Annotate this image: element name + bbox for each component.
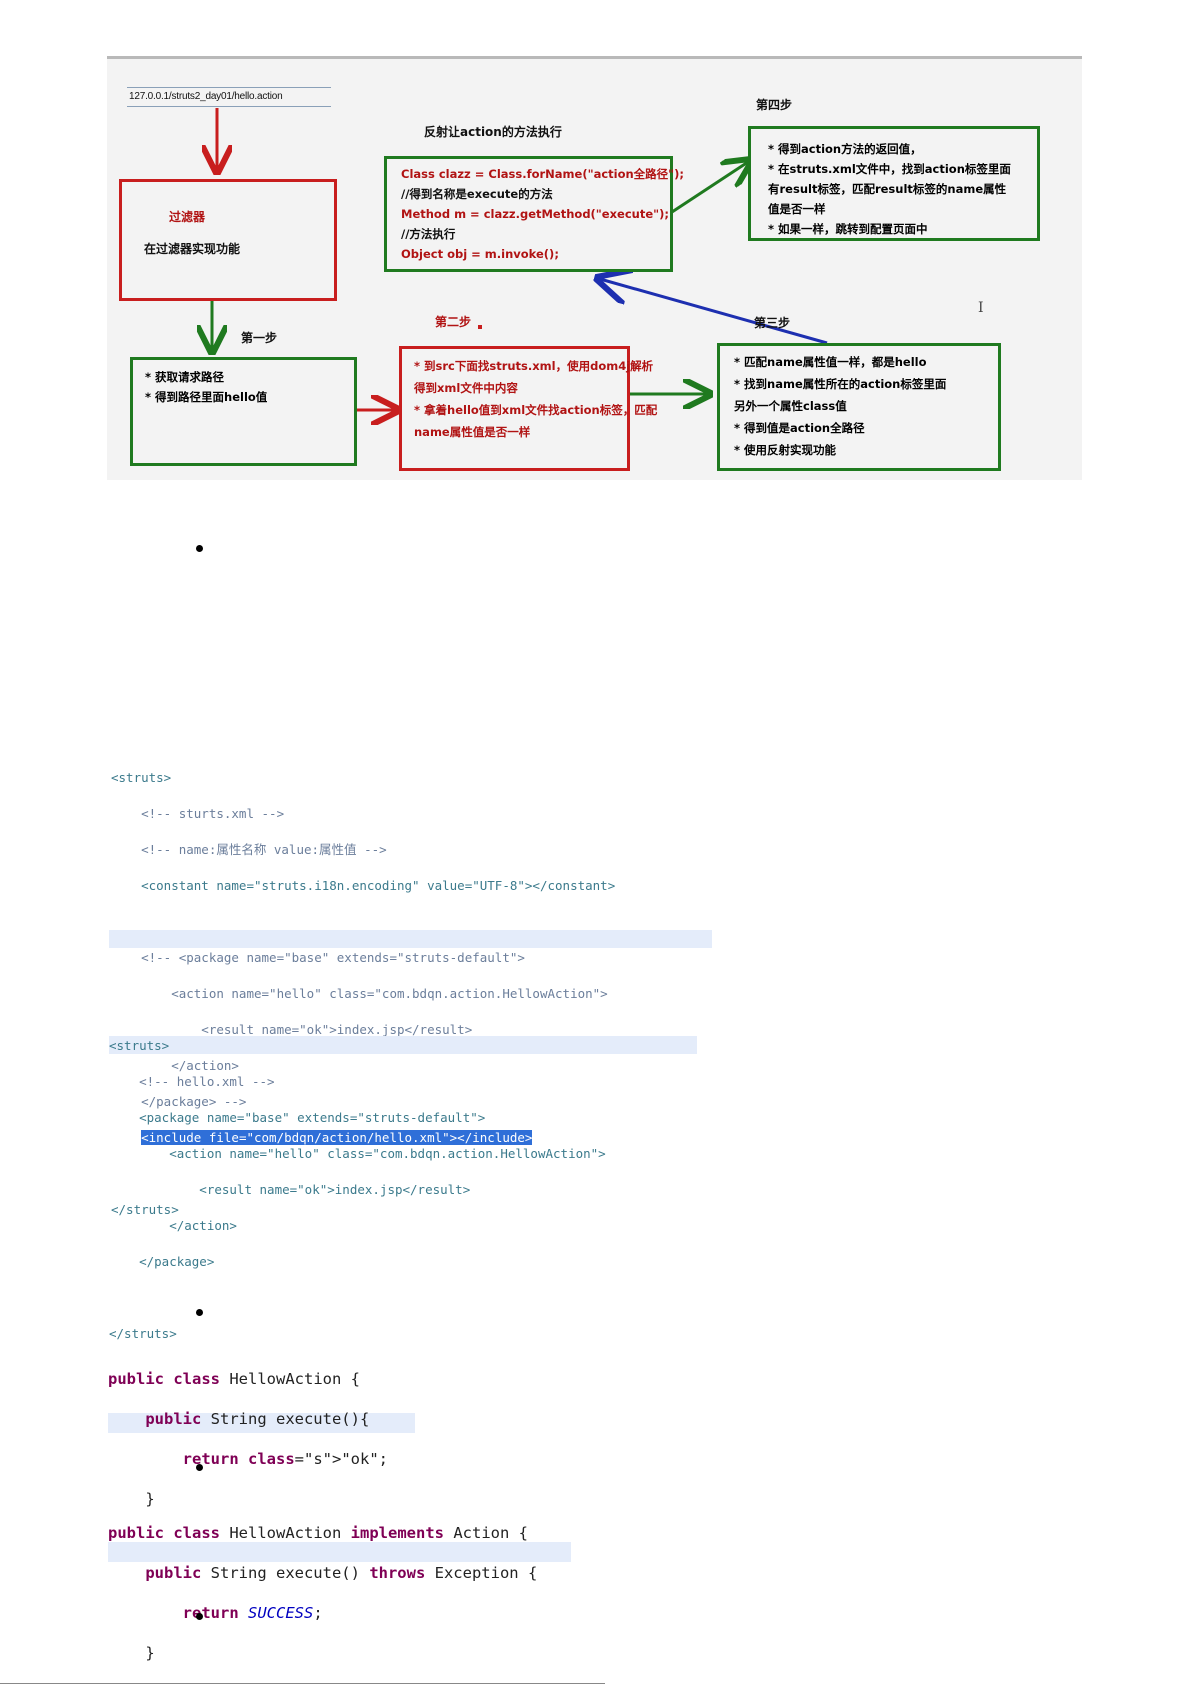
xml-line: <struts> — [111, 770, 172, 785]
step3-line-3: 另外一个属性class值 — [734, 399, 847, 413]
java-line: public class HellowAction { — [108, 1370, 360, 1388]
xml-line: </package> — [109, 1254, 215, 1269]
filter-box: 过滤器 在过滤器实现功能 — [119, 179, 337, 301]
step3-line-2: * 找到name属性所在的action标签里面 — [734, 377, 947, 391]
xml-line: <!-- name:属性名称 value:属性值 --> — [111, 842, 387, 857]
xml-line: <!-- <package name="base" extends="strut… — [111, 950, 525, 965]
bullet-3 — [196, 1464, 203, 1471]
reflect-box: Class clazz = Class.forName("action全路径")… — [384, 156, 685, 272]
step3-line-5: * 使用反射实现功能 — [734, 443, 837, 457]
java-line: } — [108, 1490, 155, 1508]
bullet-2 — [196, 1309, 203, 1316]
xml-line: </struts> — [111, 1202, 179, 1217]
step2-dot — [478, 325, 482, 329]
page-footer-line — [0, 1683, 605, 1684]
step4-line-2: * 在struts.xml文件中，找到action标签里面 — [768, 162, 1011, 176]
step3-box: * 匹配name属性值一样，都是hello * 找到name属性所在的actio… — [717, 343, 1001, 471]
arrow-reflect-to-step4 — [671, 162, 748, 214]
java-line: public String execute() throws Exception… — [145, 1564, 538, 1582]
step1-line-2: * 得到路径里面hello值 — [145, 390, 268, 404]
step2-line-3: * 拿着hello值到xml文件找action标签，匹配 — [414, 403, 658, 417]
xml-line: <!-- sturts.xml --> — [111, 806, 285, 821]
reflect-line-1: Class clazz = Class.forName("action全路径")… — [401, 167, 685, 181]
step1-line-1: * 获取请求路径 — [145, 370, 225, 384]
java-code-2: public class HellowAction implements Act… — [108, 1503, 537, 1683]
url-underline-top — [127, 87, 331, 88]
xml-line: <action name="hello" class="com.bdqn.act… — [111, 986, 608, 1001]
java2-highlight — [108, 1542, 571, 1562]
text-cursor-icon: I — [978, 300, 984, 316]
step2-line-2: 得到xml文件中内容 — [414, 381, 518, 395]
filter-title: 过滤器 — [169, 210, 206, 224]
step4-line-4: 值是否一样 — [768, 202, 826, 216]
xml-line: </package> --> — [111, 1094, 247, 1109]
step2-line-1: * 到src下面找struts.xml，使用dom4j解析 — [414, 359, 654, 373]
step3-line-4: * 得到值是action全路径 — [734, 421, 865, 435]
step4-box: * 得到action方法的返回值， * 在struts.xml文件中，找到act… — [748, 126, 1040, 241]
step3-label: 第三步 — [754, 316, 791, 330]
xml-line: </struts> — [109, 1326, 177, 1341]
hello-comment-highlight — [109, 1036, 697, 1054]
arrow-step3-to-reflect — [600, 279, 828, 345]
step3-line-1: * 匹配name属性值一样，都是hello — [734, 355, 927, 369]
step1-box: * 获取请求路径 * 得到路径里面hello值 — [130, 357, 357, 466]
step2-line-4: name属性值是否一样 — [414, 425, 531, 439]
url-underline-bottom — [127, 106, 331, 107]
request-url: 127.0.0.1/struts2_day01/hello.action — [129, 91, 283, 102]
step4-line-1: * 得到action方法的返回值， — [768, 142, 922, 156]
xml-line: <result name="ok">index.jsp</result> — [111, 1022, 473, 1037]
xml-line: <action name="hello" class="com.bdqn.act… — [109, 1146, 606, 1161]
hello-xml-code: <struts> <!-- hello.xml --> <package nam… — [109, 1019, 606, 1361]
xml-line: </action> — [111, 1058, 239, 1073]
xml-line: ​ — [109, 1289, 606, 1307]
xml-line: <struts> — [109, 1038, 170, 1053]
step2-label: 第二步 — [435, 315, 472, 329]
java-line: return SUCCESS; — [182, 1604, 323, 1622]
bullet-4 — [196, 1613, 203, 1620]
struts-flow-diagram: 127.0.0.1/struts2_day01/hello.action 过滤器… — [107, 56, 1082, 480]
reflect-line-2: //得到名称是execute的方法 — [401, 187, 553, 201]
java1-highlight — [108, 1413, 415, 1433]
xml-line: </action> — [109, 1218, 237, 1233]
step2-box: * 到src下面找struts.xml，使用dom4j解析 得到xml文件中内容… — [399, 346, 658, 471]
xml-line-include: <include file="com/bdqn/action/hello.xml… — [141, 1130, 533, 1145]
reflect-line-4: //方法执行 — [401, 227, 456, 241]
struts-include-highlight — [109, 930, 712, 948]
xml-line: <package name="base" extends="struts-def… — [109, 1110, 486, 1125]
java-line: return class="s">"ok"; — [182, 1450, 388, 1468]
reflect-line-3: Method m = clazz.getMethod("execute"); — [401, 207, 669, 221]
xml-line: ​ — [111, 913, 615, 931]
diagram-arrows — [107, 108, 828, 483]
xml-line: <constant name="struts.i18n.encoding" va… — [111, 878, 616, 893]
struts-xml-code: <struts> <!-- sturts.xml --> <!-- name:属… — [111, 751, 615, 1237]
step4-label: 第四步 — [756, 98, 793, 112]
step1-label: 第一步 — [241, 331, 278, 345]
bullet-1 — [196, 545, 203, 552]
reflect-label: 反射让action的方法执行 — [424, 125, 562, 139]
step4-line-3: 有result标签，匹配result标签的name属性 — [768, 182, 1007, 196]
reflect-line-5: Object obj = m.invoke(); — [401, 247, 559, 261]
java-line: public class HellowAction implements Act… — [108, 1524, 528, 1542]
java-code-1: public class HellowAction { public Strin… — [108, 1349, 388, 1529]
java-line: } — [108, 1644, 155, 1662]
step4-line-5: * 如果一样，跳转到配置页面中 — [768, 222, 928, 236]
xml-line: <!-- hello.xml --> — [109, 1074, 275, 1089]
java-line: public String execute(){ — [145, 1410, 370, 1428]
filter-desc: 在过滤器实现功能 — [144, 242, 241, 256]
xml-line: <result name="ok">index.jsp</result> — [109, 1182, 471, 1197]
